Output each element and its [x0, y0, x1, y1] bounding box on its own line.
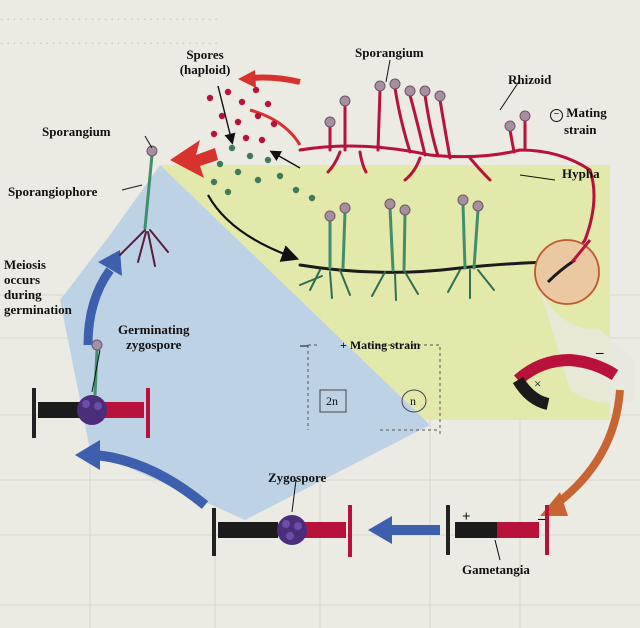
two-n-box [319, 389, 347, 413]
plus-strain-mycelium [298, 202, 562, 301]
red-arrow-left [170, 140, 218, 178]
spores-haploid [206, 86, 316, 202]
red-cycle-arrow-right [552, 389, 624, 509]
zygospore-label: Zygospore [268, 470, 327, 485]
arrow-spore-to-hypha [207, 194, 300, 262]
background-text-1: . . . . . . . . . . . . . . . . . . . . … [0, 8, 218, 23]
minus-sign-label: – [538, 511, 546, 527]
leader-lines [91, 59, 556, 561]
arrow-to-hypha [269, 150, 301, 169]
blue-arrow-bottom-left [94, 450, 209, 509]
plus-sign-label: + [462, 509, 471, 525]
arrow-spores-label [217, 85, 236, 145]
mating-strain-minus-label: − Mating strain [550, 105, 607, 137]
meiosis-line2: occurs [4, 272, 41, 287]
meiosis-line3: during [4, 287, 42, 302]
mating-strain-box [307, 344, 441, 435]
red-curve-upper [249, 108, 302, 146]
meiosis-line1: Meiosis [4, 257, 46, 272]
spores-label: Spores (haploid) [174, 47, 236, 77]
gametangia-stage-right [512, 353, 619, 410]
times-sign-label: × [534, 376, 542, 391]
haploid-region [160, 165, 610, 420]
n-box [401, 389, 427, 413]
mating-word: Mating [566, 105, 607, 120]
red-arrowhead-top [238, 70, 256, 88]
two-n-label: 2n [326, 394, 338, 408]
zygospore-stage [212, 505, 352, 557]
gametangia-label: Gametangia [462, 562, 530, 577]
strain-word: strain [564, 122, 597, 137]
plus-strain-sporangia [324, 194, 484, 222]
rhizoid-label: Rhizoid [508, 72, 552, 87]
sporangiophore-label: Sporangiophore [8, 184, 98, 199]
germinating-zygospore-label: Germinating zygospore [118, 322, 190, 352]
germinating-line2: zygospore [126, 337, 182, 352]
sporangium-label-left: Sporangium [42, 124, 111, 139]
spores-label-line1: Spores [186, 47, 224, 62]
spores-label-line2: (haploid) [179, 62, 231, 77]
background-text-2: . . . . . . . . . . . . . . . . . . . . … [0, 32, 218, 47]
germinating-line1: Germinating [118, 322, 190, 337]
blue-arrowhead-bottom [368, 516, 392, 544]
n-label: n [410, 394, 416, 408]
minus-sign-right: – [596, 345, 604, 361]
sporangium-label-top: Sporangium [355, 45, 424, 60]
minus-strain-mycelium [298, 86, 596, 264]
gametangia-zoom-circle [534, 239, 600, 305]
gametangia-bottom [446, 505, 549, 555]
blue-arrowhead-bottom-left [75, 440, 100, 470]
blue-arrow-up-left [83, 267, 114, 346]
meiosis-line4: germination [4, 302, 72, 317]
red-arrow-to-spores [249, 74, 301, 85]
meiosis-label: Meiosis occurs during germination [4, 257, 72, 317]
minus-strain-sporangia [324, 78, 531, 132]
minus-circle-icon: − [550, 109, 563, 122]
hypha-label: Hypha [562, 166, 600, 181]
left-sporangiophore [119, 145, 169, 267]
blue-arrowhead-up-left [98, 250, 122, 276]
mating-strain-plus-label: + Mating strain [340, 338, 421, 352]
